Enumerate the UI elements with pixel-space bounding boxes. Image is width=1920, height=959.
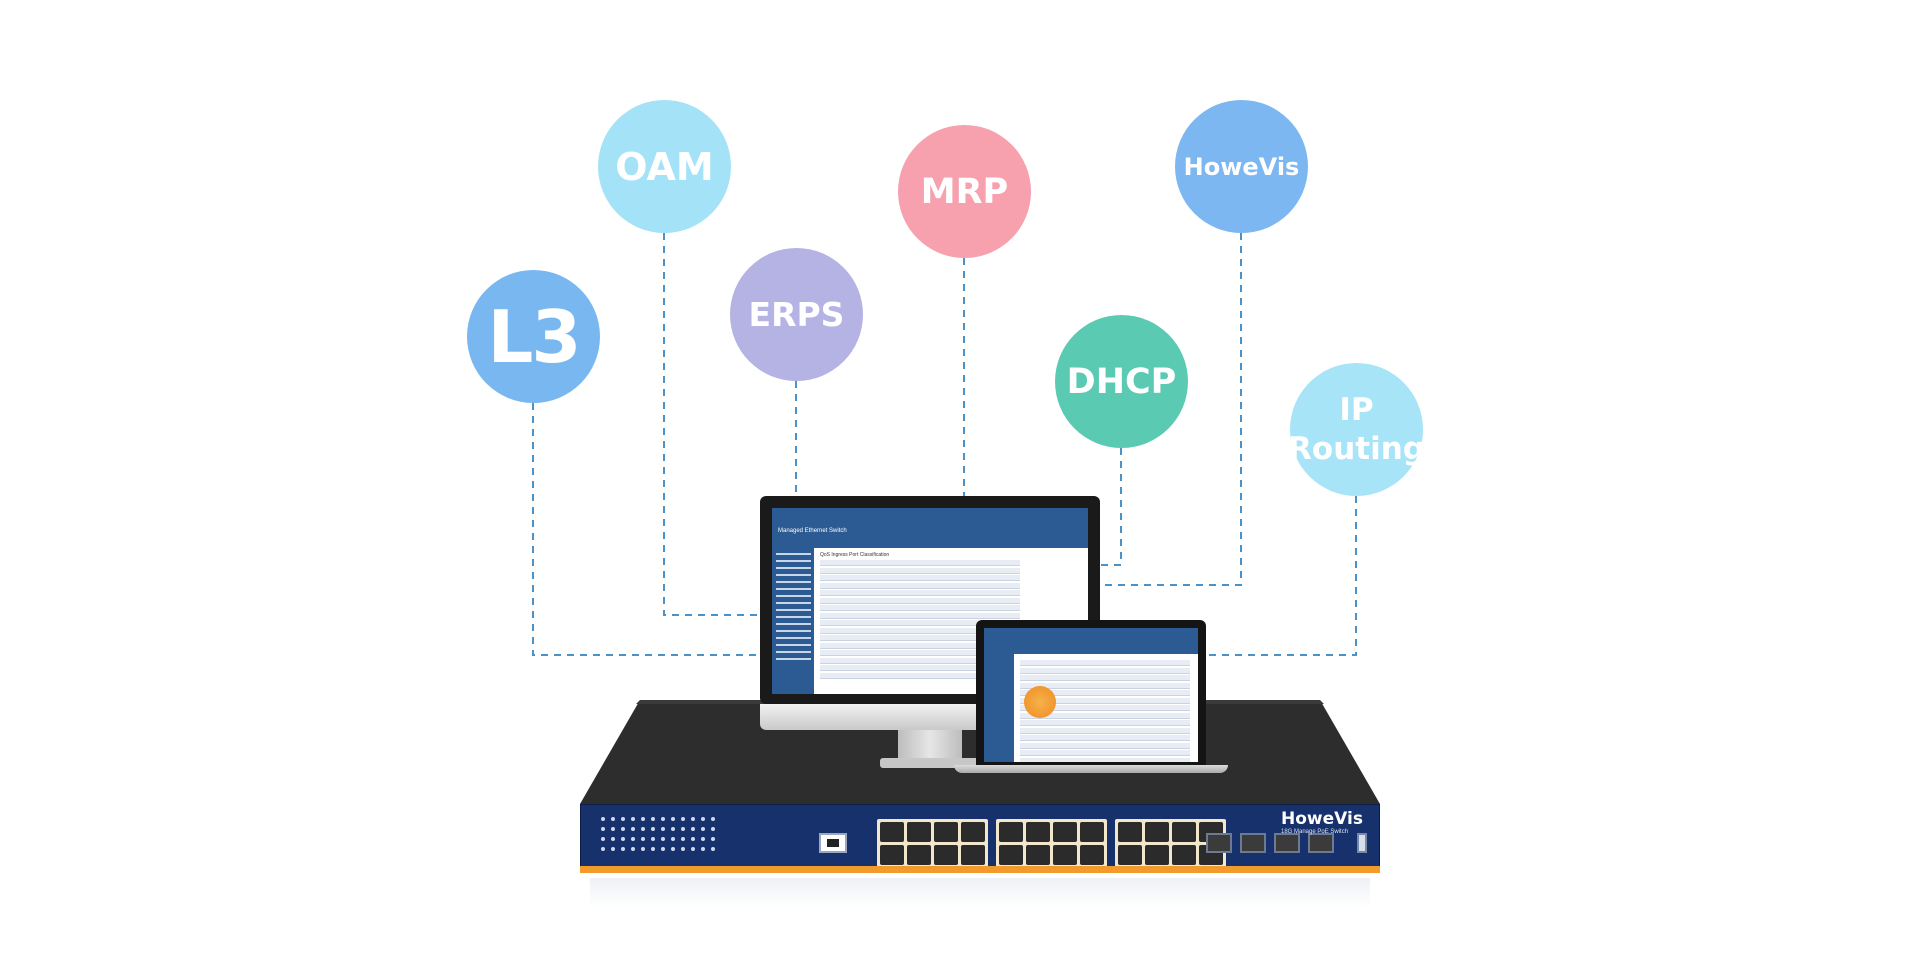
port-block [996, 819, 1107, 868]
port-status-graphic [1024, 686, 1056, 718]
switch-brand-logo: HoweVis [1281, 809, 1363, 829]
switch-front-panel: HoweVis 18G Manage PoE Switch [580, 804, 1380, 870]
laptop-screen [984, 628, 1198, 762]
connector-ip-routing [1200, 496, 1357, 656]
bubble-label-line2: Routing [1288, 430, 1425, 467]
monitor-base [880, 758, 980, 768]
feature-bubble-l3: L3 [467, 270, 600, 403]
web-ui-sidebar [772, 548, 814, 694]
brand-logo: HoweVis [1183, 152, 1300, 181]
status-leds [601, 817, 731, 861]
bubble-label: L3 [487, 294, 582, 379]
laptop-ui-table [1020, 660, 1190, 762]
sfp-ports [1206, 833, 1334, 853]
bubble-label: ERPS [748, 295, 845, 334]
laptop-base [954, 765, 1228, 773]
usb-port [1357, 833, 1367, 853]
monitor-stand [898, 730, 962, 760]
bubble-label-line1: IP [1339, 391, 1374, 428]
brand-logo-bubble: HoweVis [1175, 100, 1308, 233]
web-ui-table: QoS Ingress Port Classification [820, 552, 1020, 680]
switch-model-label: 18G Manage PoE Switch [1281, 829, 1349, 835]
connector-howevis [1100, 233, 1242, 586]
monitor-screen: Managed Ethernet Switch QoS Ingress Port… [772, 508, 1088, 694]
console-port [819, 833, 847, 853]
laptop-bezel [976, 620, 1206, 765]
feature-bubble-mrp: MRP [898, 125, 1031, 258]
connector-oam [663, 233, 772, 616]
switch-orange-stripe [580, 866, 1380, 873]
bubble-label: OAM [615, 144, 714, 189]
web-ui-header: Managed Ethernet Switch [772, 508, 1088, 548]
laptop [954, 620, 1234, 780]
ethernet-ports [877, 819, 1226, 868]
laptop-ui-header [984, 628, 1198, 654]
feature-bubble-oam: OAM [598, 100, 731, 233]
laptop-ui-sidebar [984, 654, 1014, 762]
switch-reflection [590, 878, 1370, 908]
feature-bubble-erps: ERPS [730, 248, 863, 381]
port-block [877, 819, 988, 868]
web-ui-title: Managed Ethernet Switch [778, 528, 847, 534]
connector-dhcp [1100, 448, 1122, 566]
bubble-label: DHCP [1066, 361, 1177, 402]
bubble-label: MRP [920, 171, 1009, 212]
connector-l3 [532, 403, 772, 656]
feature-bubble-dhcp: DHCP [1055, 315, 1188, 448]
monitor-bezel: Managed Ethernet Switch QoS Ingress Port… [760, 496, 1100, 704]
feature-bubble-ip-routing: IP Routing [1288, 363, 1425, 496]
web-ui-caption: QoS Ingress Port Classification [820, 552, 890, 558]
